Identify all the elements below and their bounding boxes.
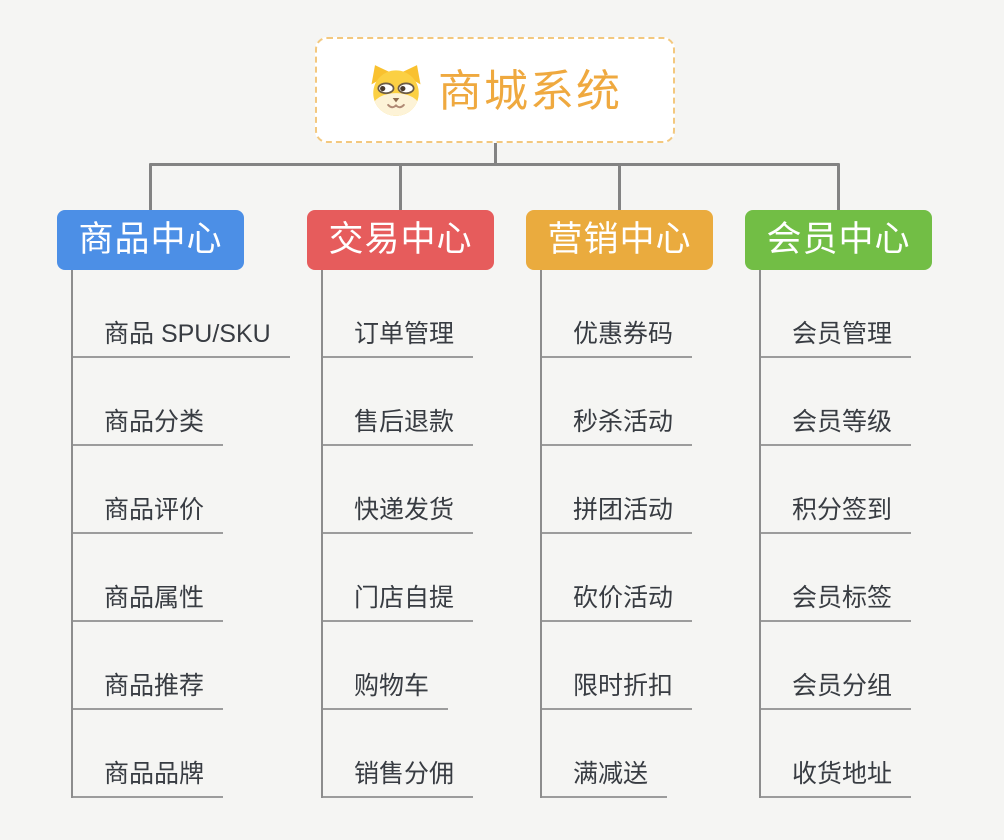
item-label[interactable]: 砍价活动 [540,584,693,622]
mindmap-item: 门店自提 [307,534,557,622]
mindmap-item: 满减送 [526,710,776,798]
item-label[interactable]: 会员分组 [759,672,912,710]
item-label[interactable]: 会员标签 [759,584,912,622]
branch-header-trade[interactable]: 交易中心 [307,210,494,270]
item-label[interactable]: 拼团活动 [540,496,693,534]
mindmap-item: 商品分类 [57,358,307,446]
mindmap-item: 优惠券码 [526,270,776,358]
mindmap-item: 会员等级 [745,358,995,446]
item-label[interactable]: 会员等级 [759,408,912,446]
root-node[interactable]: 商城系统 [315,37,675,143]
mindmap-item: 售后退款 [307,358,557,446]
item-label[interactable]: 快递发货 [321,496,474,534]
item-label[interactable]: 商品品牌 [71,760,224,798]
branch-trunk-line [321,270,323,798]
item-label[interactable]: 满减送 [540,760,668,798]
branch-body-trade: 订单管理 售后退款 快递发货 门店自提 购物车 销售分佣 [307,270,557,798]
item-label[interactable]: 售后退款 [321,408,474,446]
mindmap-item: 商品 SPU/SKU [57,270,307,358]
item-label[interactable]: 限时折扣 [540,672,693,710]
branch-body-marketing: 优惠券码 秒杀活动 拼团活动 砍价活动 限时折扣 满减送 [526,270,776,798]
item-label[interactable]: 会员管理 [759,320,912,358]
mindmap-item: 商品评价 [57,446,307,534]
mindmap-item: 购物车 [307,622,557,710]
root-title: 商城系统 [438,67,622,116]
branch-header-products[interactable]: 商品中心 [57,210,244,270]
mindmap-item: 秒杀活动 [526,358,776,446]
connector-main-rail [149,163,840,166]
item-label[interactable]: 商品推荐 [71,672,224,710]
branch-body-products: 商品 SPU/SKU 商品分类 商品评价 商品属性 商品推荐 商品品牌 [57,270,307,798]
branch-header-members[interactable]: 会员中心 [745,210,932,270]
item-label[interactable]: 销售分佣 [321,760,474,798]
branch-trunk-line [759,270,761,798]
connector-root-stem [494,141,497,165]
item-label[interactable]: 订单管理 [321,320,474,358]
branch-trunk-line [540,270,542,798]
mindmap-item: 会员管理 [745,270,995,358]
mindmap-item: 收货地址 [745,710,995,798]
mindmap-item: 积分签到 [745,446,995,534]
branch-trunk-line [71,270,73,798]
mindmap-item: 订单管理 [307,270,557,358]
connector-stub-2 [399,163,402,211]
mindmap-item: 会员标签 [745,534,995,622]
mindmap-item: 销售分佣 [307,710,557,798]
dog-icon [371,64,421,116]
item-label[interactable]: 收货地址 [759,760,912,798]
mindmap-item: 商品推荐 [57,622,307,710]
item-label[interactable]: 商品分类 [71,408,224,446]
branch-header-marketing[interactable]: 营销中心 [526,210,713,270]
connector-stub-4 [837,163,840,211]
item-label[interactable]: 商品评价 [71,496,224,534]
mindmap-item: 限时折扣 [526,622,776,710]
item-label[interactable]: 商品属性 [71,584,224,622]
mindmap-item: 拼团活动 [526,446,776,534]
item-label[interactable]: 购物车 [321,672,449,710]
item-label[interactable]: 积分签到 [759,496,912,534]
item-label[interactable]: 秒杀活动 [540,408,693,446]
mindmap-item: 商品品牌 [57,710,307,798]
mindmap-item: 商品属性 [57,534,307,622]
mindmap-item: 砍价活动 [526,534,776,622]
mindmap-item: 快递发货 [307,446,557,534]
item-label[interactable]: 优惠券码 [540,320,693,358]
item-label[interactable]: 门店自提 [321,584,474,622]
mindmap-item: 会员分组 [745,622,995,710]
connector-stub-1 [149,163,152,211]
branch-body-members: 会员管理 会员等级 积分签到 会员标签 会员分组 收货地址 [745,270,995,798]
item-label[interactable]: 商品 SPU/SKU [71,320,290,358]
connector-stub-3 [618,163,621,211]
